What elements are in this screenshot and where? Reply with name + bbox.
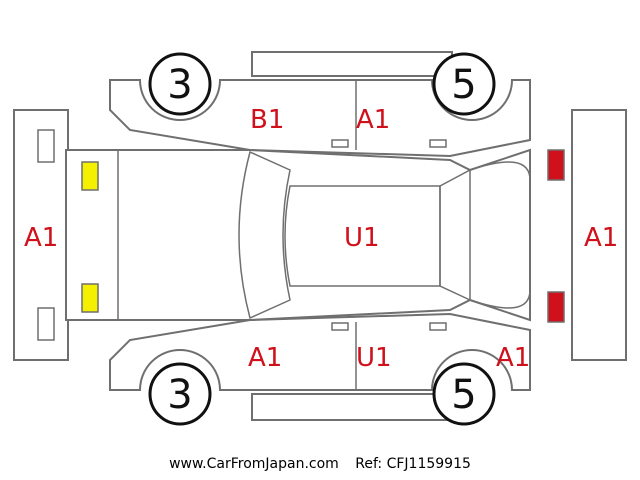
wheel-number: 3 xyxy=(167,62,192,108)
rear-left-lamp xyxy=(547,149,565,181)
wheel-number: 3 xyxy=(167,372,192,418)
right-front-door-mark: A1 xyxy=(248,343,282,373)
wheel-top-front: 3 xyxy=(148,52,212,116)
right-rear-door-mark: U1 xyxy=(356,343,392,373)
footer-site: www.CarFromJapan.com xyxy=(169,456,339,472)
rear-bumper-mark: A1 xyxy=(584,223,618,253)
wheel-bottom-rear: 5 xyxy=(432,362,496,426)
footer: www.CarFromJapan.com Ref: CFJ1159915 xyxy=(0,456,640,476)
wheel-bottom-front: 3 xyxy=(148,362,212,426)
wheel-number: 5 xyxy=(451,372,476,418)
wheel-number: 5 xyxy=(451,62,476,108)
roof-mark: U1 xyxy=(344,223,380,253)
left-rear-door-mark: A1 xyxy=(356,105,390,135)
front-right-lamp xyxy=(81,283,99,313)
front-bumper-mark: A1 xyxy=(24,223,58,253)
wheel-top-rear: 5 xyxy=(432,52,496,116)
rear-right-lamp xyxy=(547,291,565,323)
left-front-door-mark: B1 xyxy=(250,105,284,135)
car-body-top-view xyxy=(65,148,531,322)
right-rear-quarter-mark: A1 xyxy=(496,343,530,373)
right-side-panel xyxy=(109,312,531,421)
rear-bumper xyxy=(571,109,627,361)
front-left-lamp xyxy=(81,161,99,191)
front-bumper xyxy=(13,109,69,361)
footer-ref: Ref: CFJ1159915 xyxy=(355,456,471,472)
